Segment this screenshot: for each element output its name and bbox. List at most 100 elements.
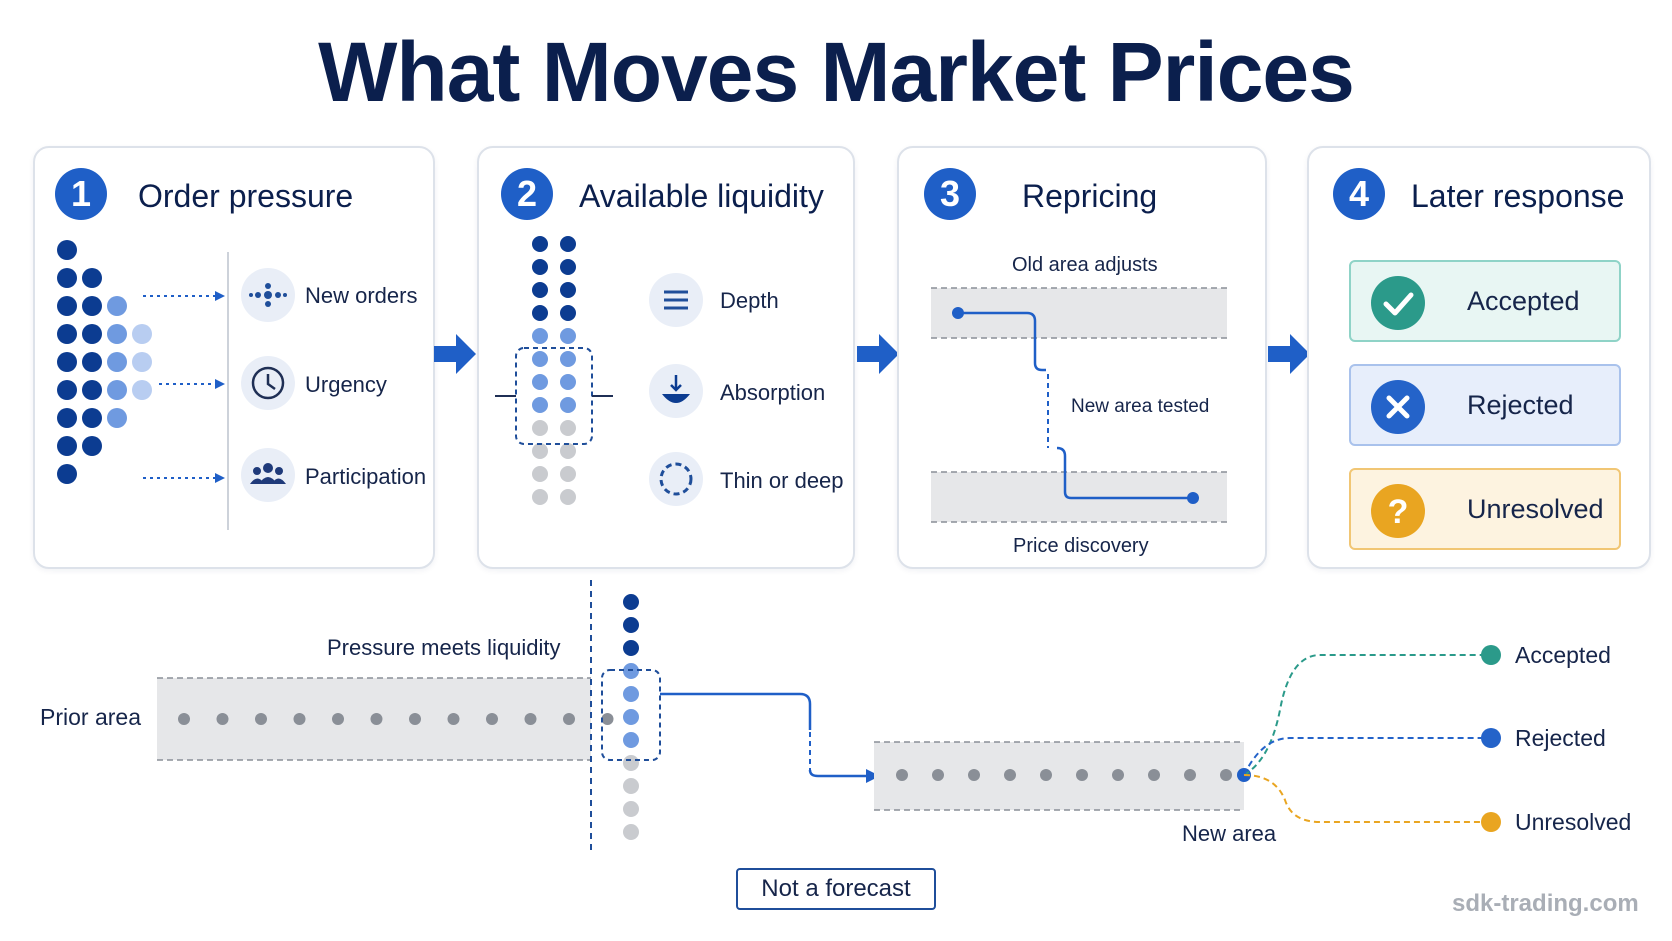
prior-area-dot	[524, 713, 537, 725]
order-dot	[132, 380, 152, 400]
step-number-1: 1	[55, 168, 107, 220]
order-dot	[57, 436, 77, 456]
card-title-order-pressure: Order pressure	[138, 178, 354, 214]
repricing-path-graphic	[931, 287, 1227, 523]
item-depth: Depth	[720, 288, 779, 313]
prior-area-dot	[409, 713, 421, 725]
liquidity-dot	[560, 420, 576, 436]
prior-area-dot	[486, 713, 498, 725]
response-rejected: Rejected	[1349, 364, 1621, 446]
prior-area-dot	[293, 713, 306, 725]
order-dot	[82, 324, 102, 344]
order-dot	[107, 408, 127, 428]
order-dot	[107, 352, 127, 372]
new-area-dot	[1184, 769, 1196, 781]
stack-dot	[623, 732, 639, 748]
svg-text:?: ?	[1388, 493, 1409, 531]
liquidity-dot	[560, 305, 576, 321]
outcome-accepted: Accepted	[1515, 642, 1611, 668]
order-dot	[107, 324, 127, 344]
liquidity-dot	[532, 397, 548, 413]
label-new-area: New area	[1182, 821, 1277, 846]
liquidity-dot	[560, 236, 576, 252]
item-participation: Participation	[305, 464, 427, 489]
label-old-area-adjusts: Old area adjusts	[1012, 254, 1158, 276]
card-order-pressure: 1 Order pressure New orders Urgency Part…	[33, 146, 435, 569]
order-dot	[57, 240, 77, 260]
item-thin-or-deep: Thin or deep	[720, 468, 844, 493]
card-title-available-liquidity: Available liquidity	[579, 178, 824, 214]
order-dot	[57, 464, 77, 484]
order-dot	[57, 324, 77, 344]
step-number-3: 3	[924, 168, 976, 220]
liquidity-stack-graphic	[495, 236, 613, 505]
liquidity-dot	[560, 282, 576, 298]
x-icon	[1371, 380, 1425, 434]
response-accepted: Accepted	[1349, 260, 1621, 342]
new-area-dot	[932, 769, 944, 781]
watermark: sdk-trading.com	[1452, 890, 1639, 917]
stack-dot	[623, 824, 639, 840]
depth-lines-icon	[649, 273, 703, 327]
flow-arrow-3	[1268, 334, 1310, 374]
outcome-rejected: Rejected	[1515, 725, 1606, 751]
liquidity-dot	[532, 328, 548, 344]
new-area-dot	[968, 769, 980, 781]
order-dot	[82, 296, 102, 316]
liquidity-dot	[560, 489, 576, 505]
cluster-icon	[241, 268, 295, 322]
order-dot	[132, 352, 152, 372]
order-dot	[82, 408, 102, 428]
prior-area-dot	[563, 713, 575, 725]
item-urgency: Urgency	[305, 372, 387, 397]
order-dot	[82, 436, 102, 456]
liquidity-dot	[560, 397, 576, 413]
step-number-4: 4	[1333, 168, 1385, 220]
order-dot	[57, 380, 77, 400]
liquidity-dot	[532, 259, 548, 275]
new-area-dot	[1148, 769, 1160, 781]
prior-area-dot	[447, 713, 460, 725]
not-a-forecast-badge: Not a forecast	[736, 868, 936, 910]
card-repricing: 3 Repricing Old area adjusts New area te…	[897, 146, 1267, 569]
liquidity-dot	[532, 282, 548, 298]
new-area-dot	[1220, 769, 1232, 781]
liquidity-dot	[532, 443, 548, 459]
step-number-2: 2	[501, 168, 553, 220]
response-accepted-label: Accepted	[1467, 286, 1580, 316]
liquidity-dot	[532, 420, 548, 436]
liquidity-dot	[560, 328, 576, 344]
liquidity-dot	[560, 351, 576, 367]
card-title-later-response: Later response	[1411, 178, 1625, 214]
card-available-liquidity: 2 Available liquidity Depth Absorption T…	[477, 146, 855, 569]
liquidity-dot	[532, 351, 548, 367]
liquidity-dot	[532, 374, 548, 390]
prior-area-dot	[178, 713, 190, 725]
stack-dot	[623, 640, 639, 656]
absorption-bowl-icon	[649, 364, 703, 418]
outcome-unresolved: Unresolved	[1515, 809, 1632, 835]
people-icon	[241, 448, 295, 502]
new-area-dot	[1004, 769, 1016, 781]
stack-dot	[623, 617, 639, 633]
order-dot	[57, 268, 77, 288]
card-later-response: 4 Later response Accepted Rejected ? Unr…	[1307, 146, 1651, 569]
label-prior-area: Prior area	[40, 704, 141, 730]
prior-area-dot	[216, 713, 229, 725]
response-rejected-label: Rejected	[1467, 390, 1574, 420]
liquidity-dot	[560, 443, 576, 459]
label-pressure-meets-liquidity: Pressure meets liquidity	[327, 635, 561, 660]
order-dot	[57, 352, 77, 372]
page-title: What Moves Market Prices	[318, 25, 1355, 119]
liquidity-dot	[532, 489, 548, 505]
stack-dot	[623, 778, 639, 794]
order-dot	[82, 268, 102, 288]
response-unresolved-label: Unresolved	[1467, 494, 1604, 524]
label-new-area-tested: New area tested	[1071, 396, 1210, 417]
item-absorption: Absorption	[720, 380, 826, 405]
new-area-dot	[1076, 769, 1088, 781]
flow-arrow-1	[434, 334, 476, 374]
stack-dot	[623, 686, 639, 702]
stack-dot	[623, 663, 639, 679]
liquidity-dot	[532, 236, 548, 252]
